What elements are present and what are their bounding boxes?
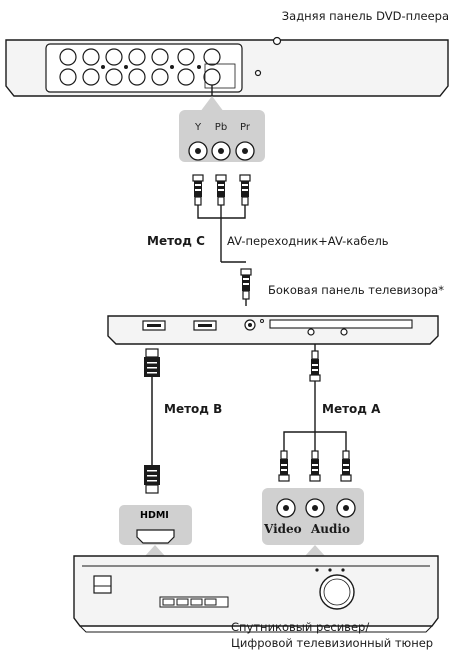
- dvd-player-rear-panel: [5, 36, 449, 97]
- component-port-box: [179, 110, 265, 162]
- receiver-label-line1: Спутниковый ресивер/: [231, 620, 370, 634]
- dvd-rear-panel-label: Задняя панель DVD-плеера: [281, 9, 449, 23]
- method-a-label: Метод A: [322, 402, 381, 416]
- video-port-label: Video: [264, 522, 302, 536]
- method-c-cable: [192, 174, 252, 307]
- tv-side-panel: [107, 315, 439, 345]
- hdmi-port-label: HDMI: [140, 510, 169, 521]
- method-c-label: Метод C: [147, 234, 205, 248]
- receiver-av-port-box: [262, 488, 364, 556]
- method-a-cable: [278, 343, 352, 482]
- satellite-receiver-device: [73, 555, 439, 633]
- receiver-label-line2: Цифровой телевизионный тюнер: [231, 636, 434, 650]
- method-b-hdmi-cable: [144, 348, 160, 494]
- method-b-label: Метод B: [164, 402, 223, 416]
- tv-side-panel-label: Боковая панель телевизора*: [268, 283, 444, 297]
- audio-port-label: Audio: [311, 522, 350, 536]
- port-pr-label: Pr: [240, 122, 250, 133]
- port-pb-label: Pb: [214, 122, 228, 133]
- port-y-label: Y: [194, 122, 202, 133]
- receiver-hdmi-port-box: [119, 505, 192, 556]
- av-adapter-label: AV-переходник+AV-кабель: [227, 234, 389, 248]
